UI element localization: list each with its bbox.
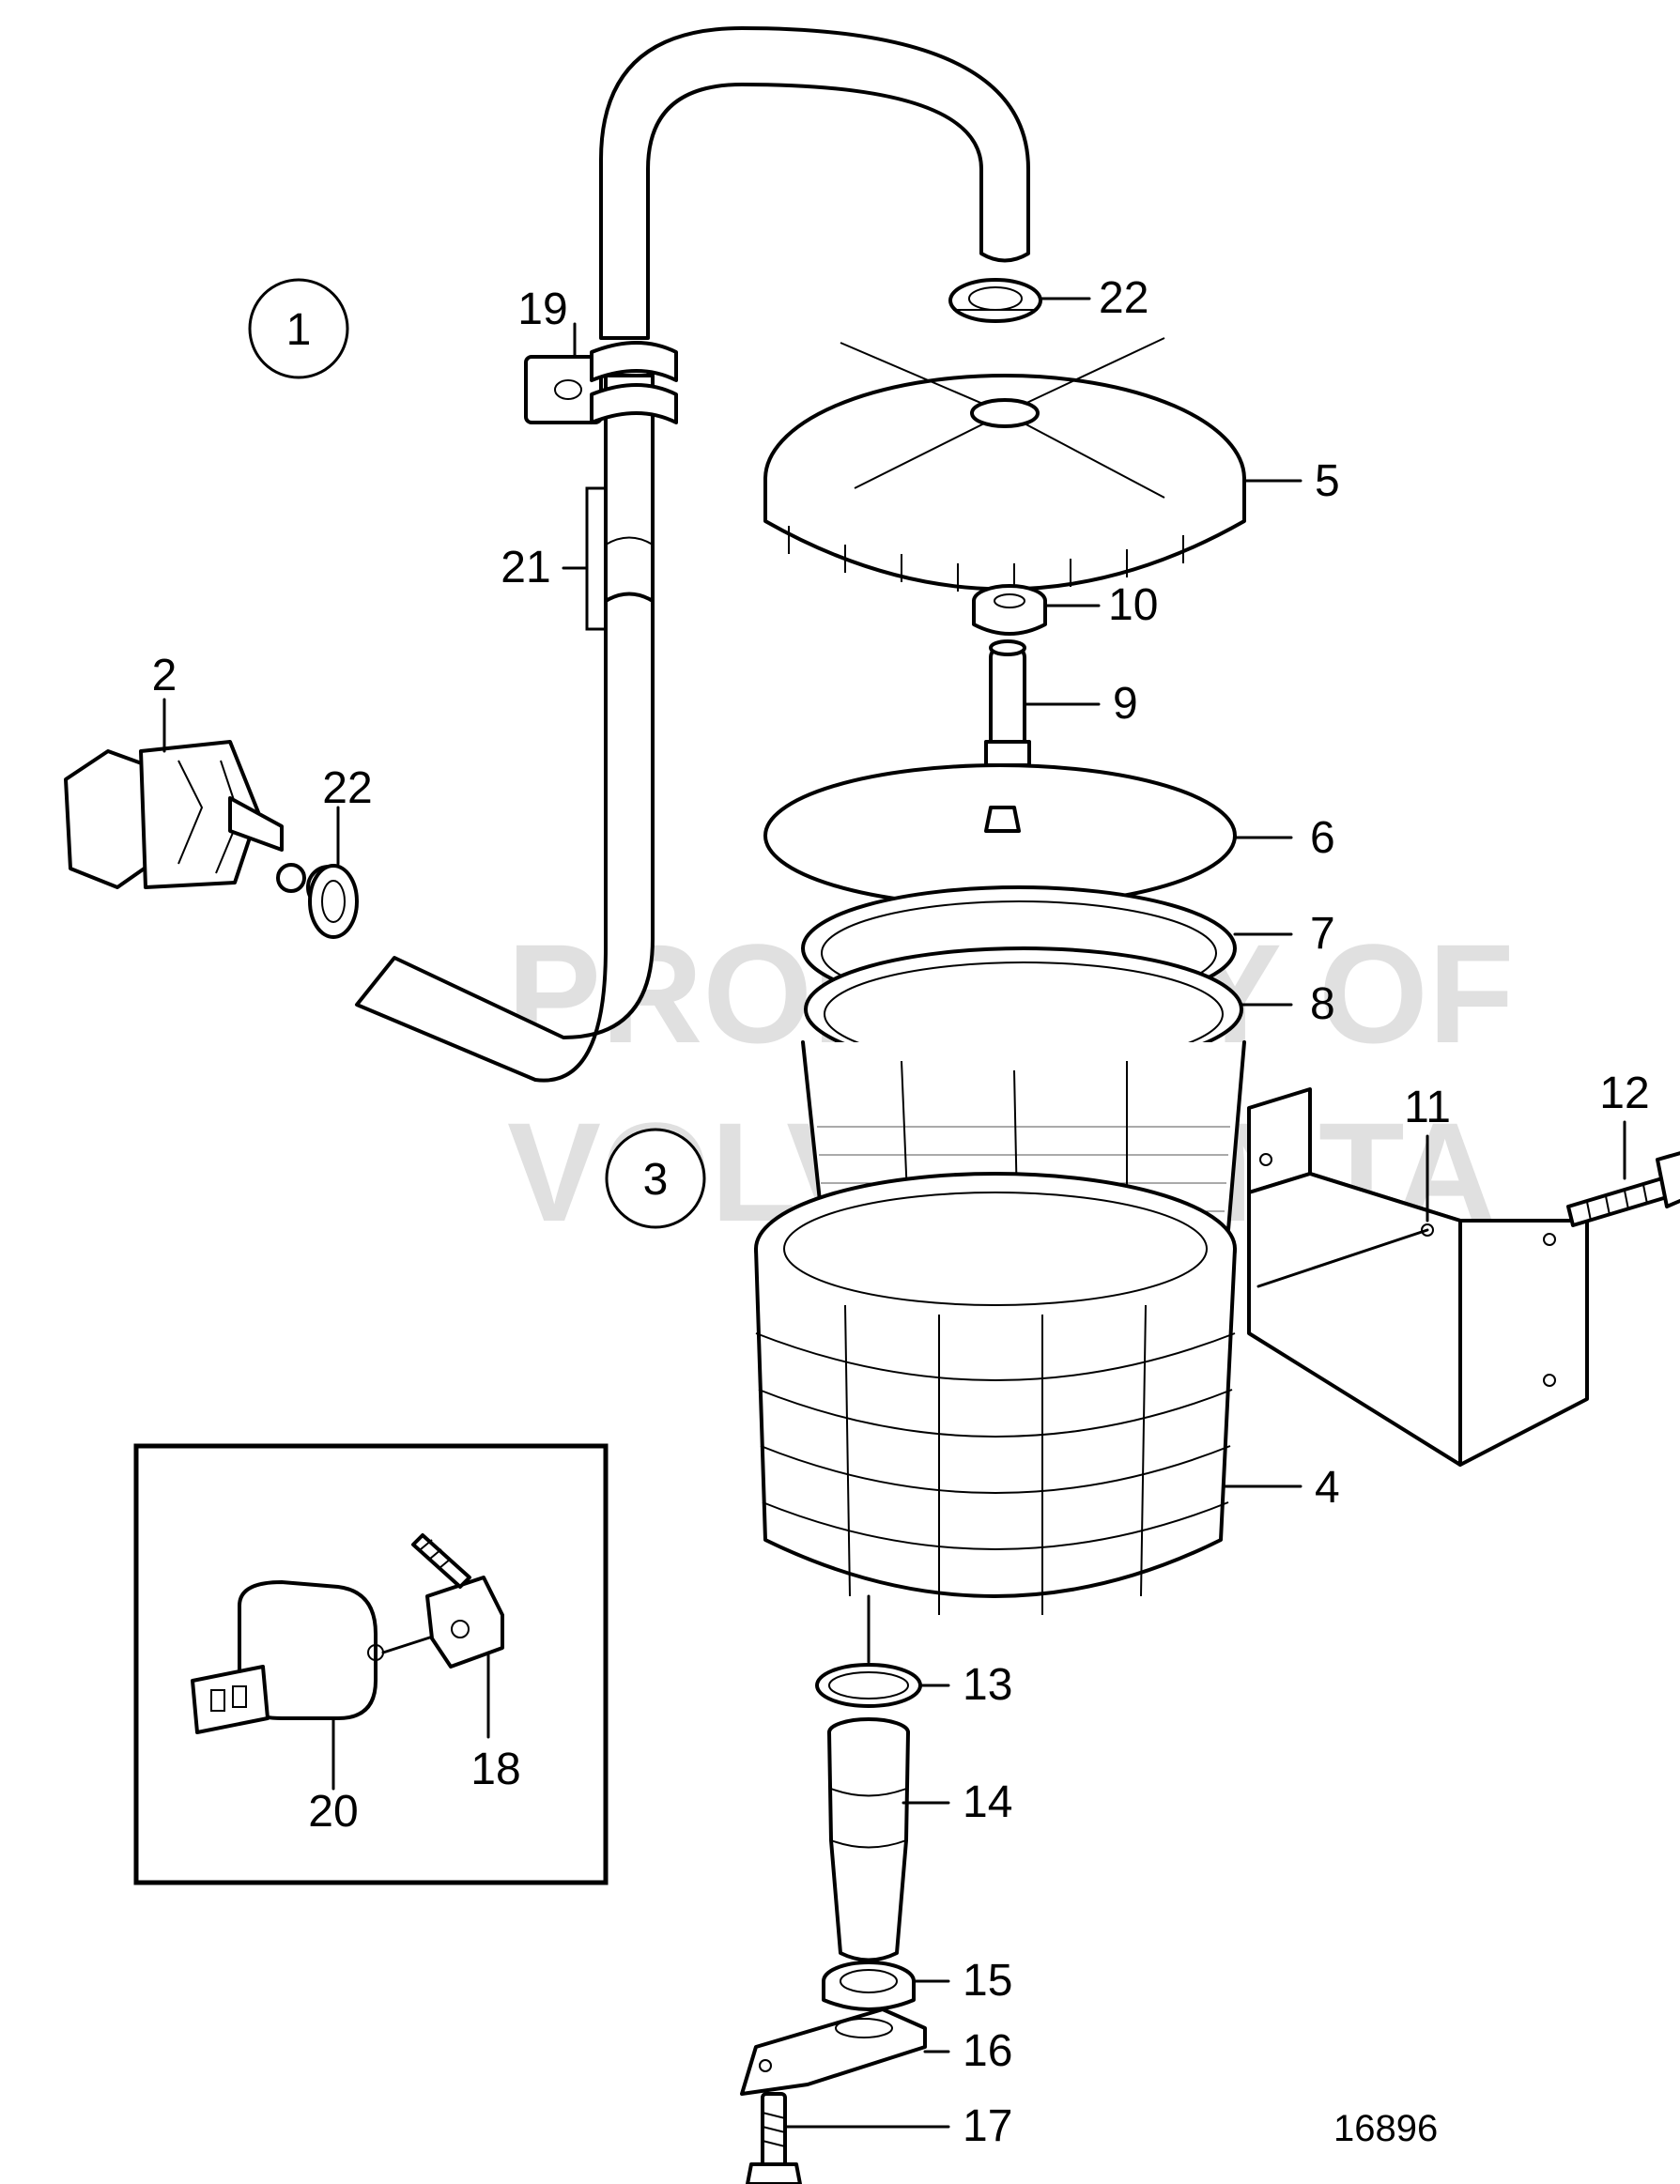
callout-3-label: 3	[643, 1155, 669, 1205]
label-part-13: 13	[963, 1660, 1012, 1710]
housing-4	[754, 1172, 1237, 1615]
o-ring-13	[815, 1594, 922, 1708]
plate-16	[740, 2007, 927, 2096]
callout-1-label: 1	[286, 305, 312, 355]
label-part-19: 19	[517, 285, 567, 334]
label-part-10: 10	[1108, 580, 1158, 630]
label-part-7: 7	[1310, 909, 1335, 959]
label-part-22-lower: 22	[322, 763, 372, 813]
disc-6	[763, 763, 1237, 908]
drawing-number: 16896	[1333, 2108, 1438, 2149]
nipple-14	[827, 1717, 910, 1962]
circled-callout-3: 3	[605, 1128, 706, 1229]
screw-12	[1566, 1151, 1680, 1227]
label-part-20: 20	[308, 1787, 358, 1837]
label-part-12: 12	[1599, 1069, 1649, 1118]
label-part-2: 2	[152, 651, 177, 700]
bracket-11	[1247, 1087, 1589, 1467]
hose-clamp-22-lower	[308, 864, 359, 939]
grommet-10	[972, 584, 1047, 636]
leader-lines	[162, 297, 1626, 2129]
inset-box	[133, 1443, 609, 1885]
label-part-22-upper: 22	[1099, 273, 1148, 323]
nut-15	[822, 1961, 916, 2011]
clamp-19	[524, 341, 678, 424]
label-part-11: 11	[1404, 1083, 1451, 1132]
pump-2	[64, 740, 351, 910]
hose	[355, 26, 1030, 1083]
label-part-6: 6	[1310, 813, 1335, 863]
lid-5	[763, 337, 1246, 592]
label-part-17: 17	[963, 2101, 1012, 2151]
label-part-16: 16	[963, 2026, 1012, 2076]
label-part-9: 9	[1113, 679, 1138, 729]
label-part-4: 4	[1315, 1463, 1340, 1513]
label-part-21: 21	[501, 543, 550, 592]
label-part-5: 5	[1315, 456, 1340, 506]
hose-clamp-22-upper	[948, 278, 1042, 323]
label-part-15: 15	[963, 1956, 1012, 2006]
label-part-8: 8	[1310, 979, 1335, 1029]
label-part-18: 18	[470, 1745, 520, 1794]
stud-9	[984, 639, 1031, 767]
rings-7-8	[801, 885, 1243, 1072]
circled-callout-1: 1	[248, 278, 349, 379]
bolt-17	[746, 2092, 802, 2184]
label-part-14: 14	[963, 1777, 1012, 1827]
